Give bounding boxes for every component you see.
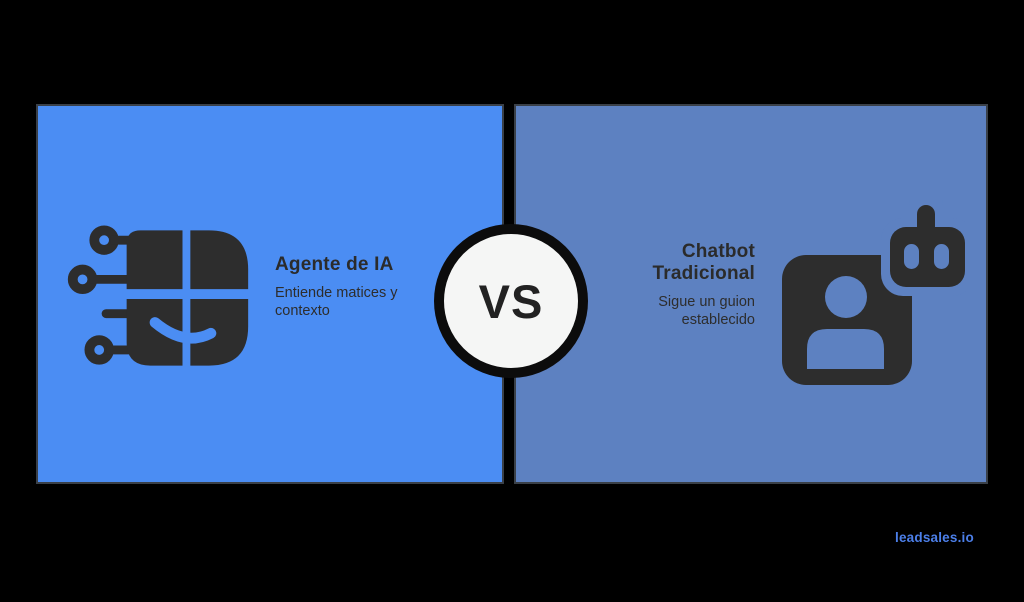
chatbot-contact-card-icon [782,197,967,385]
vs-label: VS [478,274,544,328]
chatbot-description: Sigue un guion establecido [658,294,755,329]
ai-agent-circuit-face-icon [67,225,249,366]
ai-agent-title: Agente de IA [275,254,394,275]
brand-watermark: leadsales.io [895,530,974,545]
ai-agent-panel: Agente de IA Entiende matices y contexto [36,104,504,484]
chatbot-text-block: Chatbot Tradicional Sigue un guion estab… [605,241,755,330]
ai-agent-description: Entiende matices y contexto [275,285,398,319]
vs-badge: VS [434,224,588,378]
ai-agent-text-block: Agente de IA Entiende matices y contexto [275,254,445,321]
chatbot-panel: Chatbot Tradicional Sigue un guion estab… [514,104,988,484]
chatbot-title: Chatbot Tradicional [652,241,755,285]
